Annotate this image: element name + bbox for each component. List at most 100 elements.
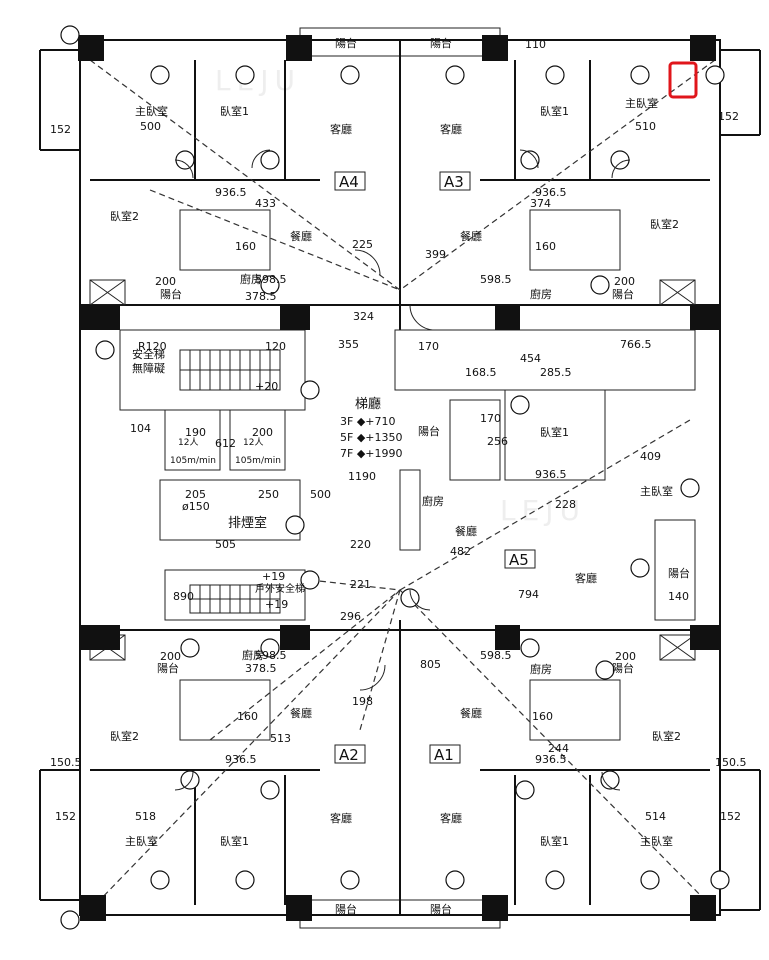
dim-label: 160	[235, 240, 256, 253]
elevator-1-capacity: 12人	[178, 437, 198, 448]
watermark: LEJU	[215, 64, 301, 97]
selection-highlight[interactable]	[668, 61, 698, 99]
label-balcony: 陽台	[335, 36, 357, 50]
dim-label: 150.5	[715, 756, 747, 769]
label-kitchen: 廚房	[240, 272, 262, 286]
dim-label: 250	[258, 488, 279, 501]
dim-label: 170	[480, 412, 501, 425]
label-balcony: 陽台	[418, 424, 440, 438]
dim-label: 936.5	[225, 753, 257, 766]
dim-label: 324	[353, 310, 374, 323]
label-balcony: 陽台	[335, 902, 357, 916]
dim-label: 598.5	[480, 649, 512, 662]
dim-label: 598.5	[255, 273, 287, 286]
label-living: 客廳	[330, 811, 352, 825]
unit-tag-a5: A5	[509, 551, 529, 569]
dim-label: 150.5	[50, 756, 82, 769]
dim-label: 200	[252, 426, 273, 439]
label-kitchen: 廚房	[422, 494, 444, 508]
dim-label: 152	[50, 123, 71, 136]
dim-label: 152	[55, 810, 76, 823]
dim-label: 518	[135, 810, 156, 823]
dim-label: 152	[720, 810, 741, 823]
label-bedroom-1: 臥室1	[220, 834, 249, 848]
dim-label: 168.5	[465, 366, 497, 379]
label-bedroom-1: 臥室1	[220, 104, 249, 118]
label-balcony: 陽台	[668, 566, 690, 580]
dim-label: 198	[352, 695, 373, 708]
label-living: 客廳	[440, 122, 462, 136]
room-labels: 陽台 陽台 陽台 陽台 主臥室 臥室1 客廳 客廳 臥室1 主臥室 臥室2 臥室…	[110, 36, 690, 916]
dim-label: +19	[265, 598, 288, 611]
dim-label: 936.5	[215, 186, 247, 199]
dim-label: 505	[215, 538, 236, 551]
dim-label: 256	[487, 435, 508, 448]
label-dining: 餐廳	[290, 706, 312, 720]
dim-label: 500	[310, 488, 331, 501]
dim-label: 170	[418, 340, 439, 353]
dim-label: 355	[338, 338, 359, 351]
label-dining: 餐廳	[290, 229, 312, 243]
dim-label: 433	[255, 197, 276, 210]
dim-label: 200	[615, 650, 636, 663]
dim-label: 200	[155, 275, 176, 288]
dim-label: 244	[548, 742, 569, 755]
dim-label: 228	[555, 498, 576, 511]
label-bedroom-2: 臥室2	[650, 217, 679, 231]
dim-label: 225	[352, 238, 373, 251]
dimension-labels: 936.5 936.5 433 374 598.5 598.5 378.5 20…	[50, 38, 747, 823]
dim-label: 805	[420, 658, 441, 671]
dim-label: ø150	[182, 500, 210, 513]
dim-label: 200	[614, 275, 635, 288]
dim-label: 482	[450, 545, 471, 558]
dim-label: 612	[215, 437, 236, 450]
watermark: LEJU	[500, 494, 586, 527]
dim-label: 890	[173, 590, 194, 603]
label-outdoor-stair: 戶外安全梯	[255, 582, 305, 595]
lobby-level-3f: 3F ◆+710	[340, 415, 396, 428]
unit-tags: A4 A3 A5 A2 A1	[334, 171, 536, 764]
dim-label: 936.5	[535, 186, 567, 199]
unit-tag-a3: A3	[444, 173, 464, 191]
dim-label: 514	[645, 810, 666, 823]
dim-label: 104	[130, 422, 151, 435]
lobby-level-7f: 7F ◆+1990	[340, 447, 403, 460]
dim-label: 500	[140, 120, 161, 133]
label-bedroom-1: 臥室1	[540, 834, 569, 848]
dim-label: 160	[532, 710, 553, 723]
fixture-markers	[60, 25, 730, 930]
dim-label: 378.5	[245, 662, 277, 675]
label-dining: 餐廳	[455, 524, 477, 538]
dim-label: 200	[160, 650, 181, 663]
unit-tag-a4: A4	[339, 173, 359, 191]
label-balcony: 陽台	[612, 661, 634, 675]
dim-label: 205	[185, 488, 206, 501]
dim-label: 598.5	[480, 273, 512, 286]
label-balcony: 陽台	[157, 661, 179, 675]
dim-label: 120	[265, 340, 286, 353]
label-bedroom-2: 臥室2	[652, 729, 681, 743]
structural-columns	[78, 35, 720, 921]
dim-label: 285.5	[540, 366, 572, 379]
dim-label: 794	[518, 588, 539, 601]
label-kitchen: 廚房	[530, 287, 552, 301]
outer-walls	[39, 27, 761, 929]
label-balcony: 陽台	[430, 902, 452, 916]
label-balcony: 陽台	[160, 287, 182, 301]
dim-label: 140	[668, 590, 689, 603]
label-bedroom-2: 臥室2	[110, 729, 139, 743]
dim-label: 220	[350, 538, 371, 551]
label-dining: 餐廳	[460, 229, 482, 243]
label-master-bedroom: 主臥室	[625, 96, 658, 110]
dim-label: 152	[718, 110, 739, 123]
label-master-bedroom: 主臥室	[125, 834, 158, 848]
dim-label: 221	[350, 578, 371, 591]
dim-label: 374	[530, 197, 551, 210]
label-smoke-room: 排煙室	[228, 515, 267, 531]
elevator-1-speed: 105m/min	[170, 456, 216, 466]
label-kitchen: 廚房	[242, 648, 264, 662]
label-dining: 餐廳	[460, 706, 482, 720]
dim-label: 399	[425, 248, 446, 261]
dim-label: 160	[535, 240, 556, 253]
